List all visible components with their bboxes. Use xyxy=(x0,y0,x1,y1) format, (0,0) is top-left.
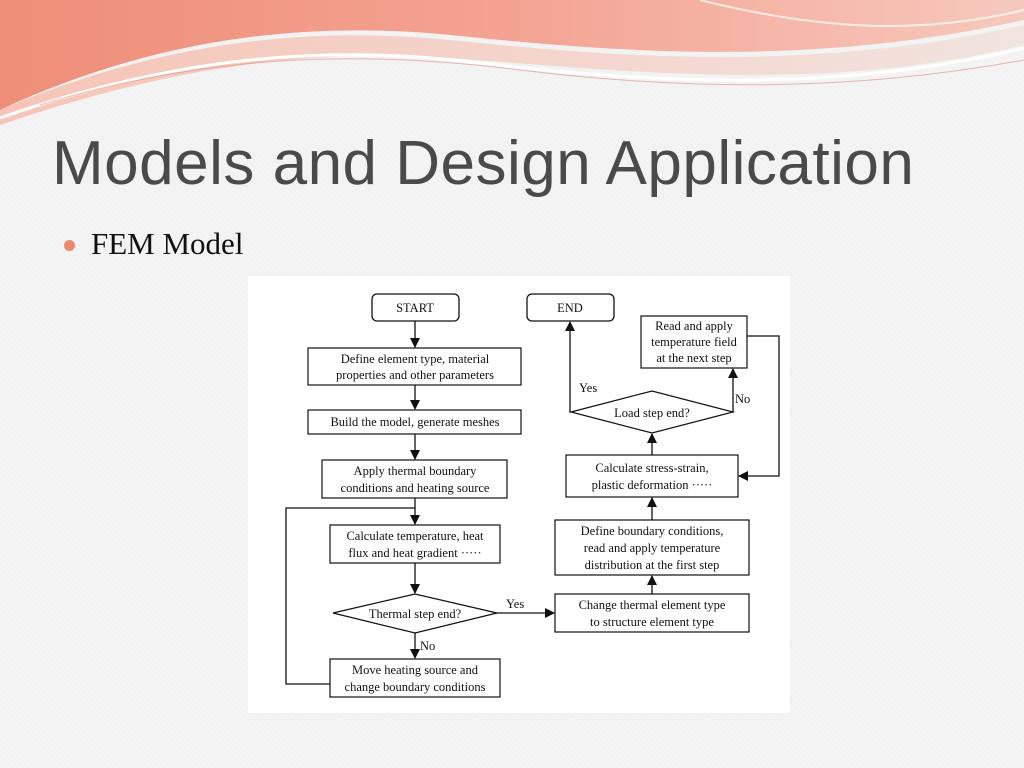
svg-text:Build the model, generate mesh: Build the model, generate meshes xyxy=(330,415,499,429)
end-box: END xyxy=(526,293,615,322)
arrow-load-yes-end xyxy=(565,321,575,413)
svg-text:Thermal step end?: Thermal step end? xyxy=(369,607,462,621)
svg-text:Change thermal element type: Change thermal element type xyxy=(579,598,726,612)
svg-text:read and apply temperature: read and apply temperature xyxy=(584,541,721,555)
flow-arrows xyxy=(285,321,780,685)
svg-text:properties and other parameter: properties and other parameters xyxy=(336,368,494,382)
fem-flowchart: START END Define element type, material … xyxy=(285,293,780,698)
change-element-box: Change thermal element type to structure… xyxy=(554,593,750,633)
svg-text:Read and apply: Read and apply xyxy=(655,319,734,333)
define-bc-box: Define boundary conditions, read and app… xyxy=(554,519,750,576)
read-apply-box: Read and apply temperature field at the … xyxy=(640,315,748,369)
svg-text:to structure element type: to structure element type xyxy=(590,615,714,629)
thermal-no-label: No xyxy=(420,639,435,653)
svg-text:distribution at the first step: distribution at the first step xyxy=(585,558,720,572)
fem-flowchart-figure: START END Define element type, material … xyxy=(248,276,790,713)
move-heating-box: Move heating source and change boundary … xyxy=(329,658,501,698)
thermal-yes-label: Yes xyxy=(506,597,524,611)
load-no-label: No xyxy=(735,392,750,406)
svg-text:Move heating source and: Move heating source and xyxy=(352,663,479,677)
svg-text:temperature field: temperature field xyxy=(651,335,737,349)
define-element-box: Define element type, material properties… xyxy=(307,347,522,386)
load-yes-label: Yes xyxy=(579,381,597,395)
svg-text:Load step end?: Load step end? xyxy=(614,406,690,420)
svg-text:flux and heat gradient ·····: flux and heat gradient ····· xyxy=(348,546,481,560)
start-box: START xyxy=(371,293,460,322)
header-swoosh-decoration xyxy=(0,0,1024,125)
svg-text:Apply thermal boundary: Apply thermal boundary xyxy=(354,464,478,478)
calc-stress-box: Calculate stress-strain, plastic deforma… xyxy=(565,454,739,498)
svg-text:Calculate stress-strain,: Calculate stress-strain, xyxy=(595,461,708,475)
load-step-decision: Load step end? xyxy=(568,390,736,434)
end-label: END xyxy=(557,301,583,315)
svg-text:change boundary conditions: change boundary conditions xyxy=(345,680,486,694)
arrow-move-loop xyxy=(285,507,415,685)
bullet-dot-icon xyxy=(64,239,75,251)
apply-thermal-box: Apply thermal boundary conditions and he… xyxy=(321,459,508,499)
svg-text:Define element type, material: Define element type, material xyxy=(341,352,490,366)
svg-text:at the next step: at the next step xyxy=(656,351,731,365)
slide-title: Models and Design Application xyxy=(52,129,915,198)
svg-text:Calculate temperature, heat: Calculate temperature, heat xyxy=(346,529,484,543)
start-label: START xyxy=(396,301,434,315)
thermal-step-decision: Thermal step end? xyxy=(332,593,498,634)
svg-text:plastic deformation ·····: plastic deformation ····· xyxy=(592,478,713,492)
svg-text:Define boundary conditions,: Define boundary conditions, xyxy=(581,524,724,538)
bullet-text: FEM Model xyxy=(91,226,244,261)
arrow-read-loop xyxy=(738,335,780,481)
bullet-item: FEM Model xyxy=(64,226,243,262)
svg-text:conditions and heating source: conditions and heating source xyxy=(341,481,490,495)
calc-temperature-box: Calculate temperature, heat flux and hea… xyxy=(329,524,501,564)
build-model-box: Build the model, generate meshes xyxy=(307,409,522,435)
